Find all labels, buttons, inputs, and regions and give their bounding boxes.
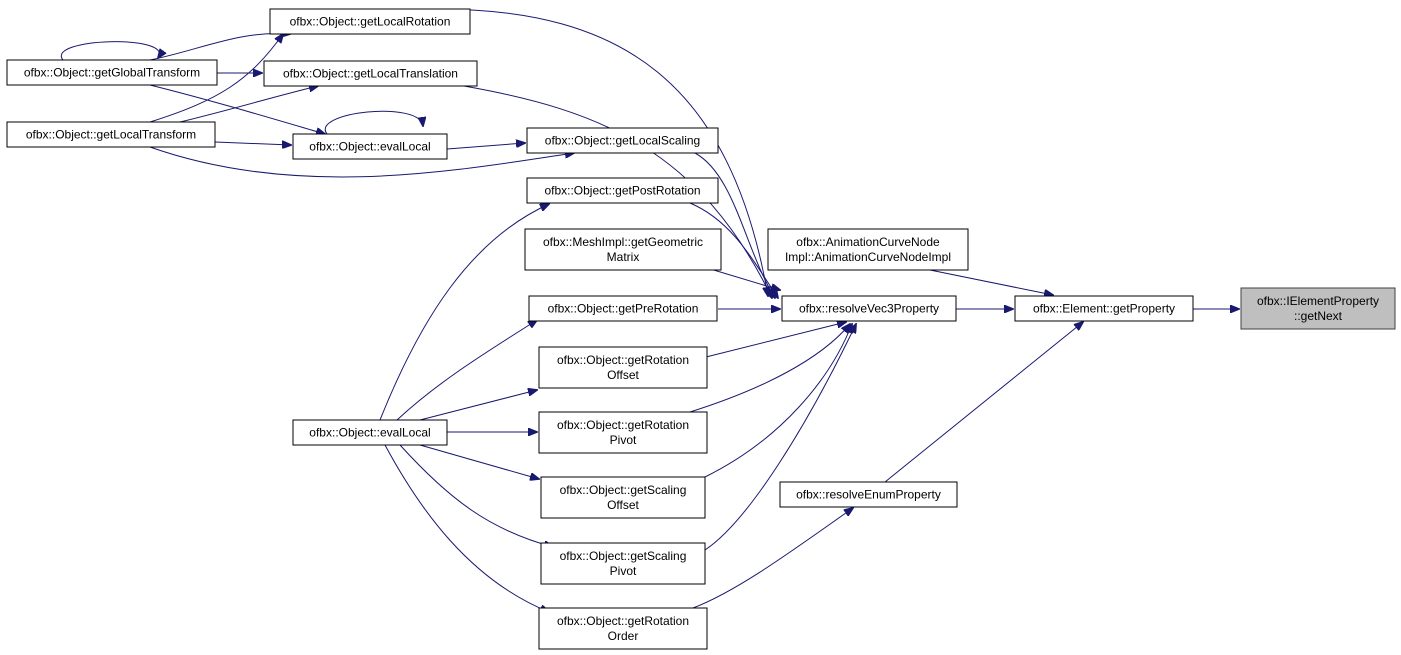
call-edge (705, 322, 846, 358)
call-edge (60, 41, 159, 61)
call-edge (149, 146, 574, 178)
node-label: ofbx::Object::getRotation (557, 614, 689, 628)
node-label: ofbx::Object::getGlobalTransform (24, 66, 200, 80)
node-box (269, 8, 471, 35)
node-box (263, 60, 478, 87)
node-label: Offset (607, 498, 639, 512)
call-edge (689, 202, 778, 298)
call-edge (446, 143, 525, 150)
node-label: ofbx::Object::getRotation (557, 353, 689, 367)
node-label: Order (608, 629, 639, 643)
node-get-local-translation[interactable]: ofbx::Object::getLocalTranslation (263, 60, 478, 87)
node-label: ofbx::MeshImpl::getGeometric (543, 235, 703, 249)
node-get-local-rotation[interactable]: ofbx::Object::getLocalRotation (269, 8, 471, 35)
node-box (6, 121, 216, 148)
node-get-next[interactable]: ofbx::IElementProperty::getNext (1240, 287, 1396, 330)
call-edge (379, 204, 549, 421)
node-label: ofbx::Element::getProperty (1033, 302, 1175, 316)
call-edge (692, 508, 853, 609)
node-label: ofbx::resolveEnumProperty (796, 488, 941, 502)
node-box (292, 419, 448, 446)
node-box (526, 177, 719, 204)
node-label: Pivot (610, 433, 637, 447)
call-edge (706, 267, 780, 290)
node-get-local-scaling[interactable]: ofbx::Object::getLocalScaling (526, 127, 719, 154)
node-box (292, 133, 448, 160)
node-label: ::getNext (1294, 309, 1343, 323)
node-get-property[interactable]: ofbx::Element::getProperty (1014, 295, 1194, 322)
call-edge (689, 324, 850, 413)
node-box (538, 411, 708, 454)
node-label: ofbx::Object::getLocalTransform (26, 128, 196, 142)
node-eval-local-top[interactable]: ofbx::Object::evalLocal (292, 133, 448, 160)
node-label: ofbx::Object::evalLocal (309, 426, 430, 440)
node-get-global-transform[interactable]: ofbx::Object::getGlobalTransform (6, 59, 218, 86)
call-edge (929, 269, 1053, 295)
call-edge (149, 33, 290, 61)
call-edge (384, 444, 549, 612)
call-edge (399, 444, 553, 547)
node-label: ofbx::IElementProperty (1257, 294, 1379, 308)
node-label: ofbx::Object::getLocalRotation (290, 15, 451, 29)
node-box (1014, 295, 1194, 322)
node-eval-local-bottom[interactable]: ofbx::Object::evalLocal (292, 419, 448, 446)
node-label: ofbx::AnimationCurveNode (796, 235, 940, 249)
node-box (767, 228, 969, 271)
call-edge (439, 8, 768, 296)
node-label: ofbx::Object::getRotation (557, 418, 689, 432)
node-box (526, 127, 719, 154)
call-edge (704, 324, 852, 478)
node-label: ofbx::Object::getScaling (560, 483, 687, 497)
node-label: ofbx::Object::getLocalTranslation (283, 67, 458, 81)
node-label: Offset (607, 368, 639, 382)
node-label: ofbx::Object::getPreRotation (548, 302, 699, 316)
call-edge (149, 34, 283, 123)
node-box (524, 228, 722, 271)
node-label: Pivot (610, 564, 637, 578)
call-edge (324, 110, 423, 135)
node-label: ofbx::Object::getPostRotation (544, 184, 700, 198)
call-edge (419, 444, 539, 479)
node-label: ofbx::Object::getLocalScaling (545, 134, 700, 148)
node-box (538, 607, 708, 650)
node-anim-curve-node[interactable]: ofbx::AnimationCurveNodeImpl::AnimationC… (767, 228, 969, 271)
node-label: Impl::AnimationCurveNodeImpl (785, 250, 951, 264)
call-edge (214, 142, 291, 145)
nodes: ofbx::IElementProperty::getNext ofbx::Ele… (6, 8, 1396, 650)
node-box (6, 59, 218, 86)
call-edge (149, 84, 325, 134)
node-box (538, 346, 708, 389)
node-box (779, 481, 958, 508)
node-get-pre-rotation[interactable]: ofbx::Object::getPreRotation (528, 295, 718, 322)
node-get-local-transform[interactable]: ofbx::Object::getLocalTransform (6, 121, 216, 148)
node-resolve-enum[interactable]: ofbx::resolveEnumProperty (779, 481, 958, 508)
node-label: Matrix (607, 250, 640, 264)
node-box (1240, 287, 1396, 330)
node-box (540, 542, 706, 585)
node-label: ofbx::Object::evalLocal (309, 140, 430, 154)
call-edge (884, 322, 1083, 483)
node-get-post-rotation[interactable]: ofbx::Object::getPostRotation (526, 177, 719, 204)
node-label: ofbx::Object::getScaling (560, 549, 687, 563)
node-box (540, 476, 706, 519)
node-box (781, 295, 957, 322)
call-edge (179, 86, 318, 123)
call-edge (396, 320, 537, 421)
node-label: ofbx::resolveVec3Property (799, 302, 939, 316)
node-box (528, 295, 718, 322)
node-resolve-vec3[interactable]: ofbx::resolveVec3Property (781, 295, 957, 322)
call-edge (419, 390, 537, 421)
call-edge (704, 324, 856, 551)
